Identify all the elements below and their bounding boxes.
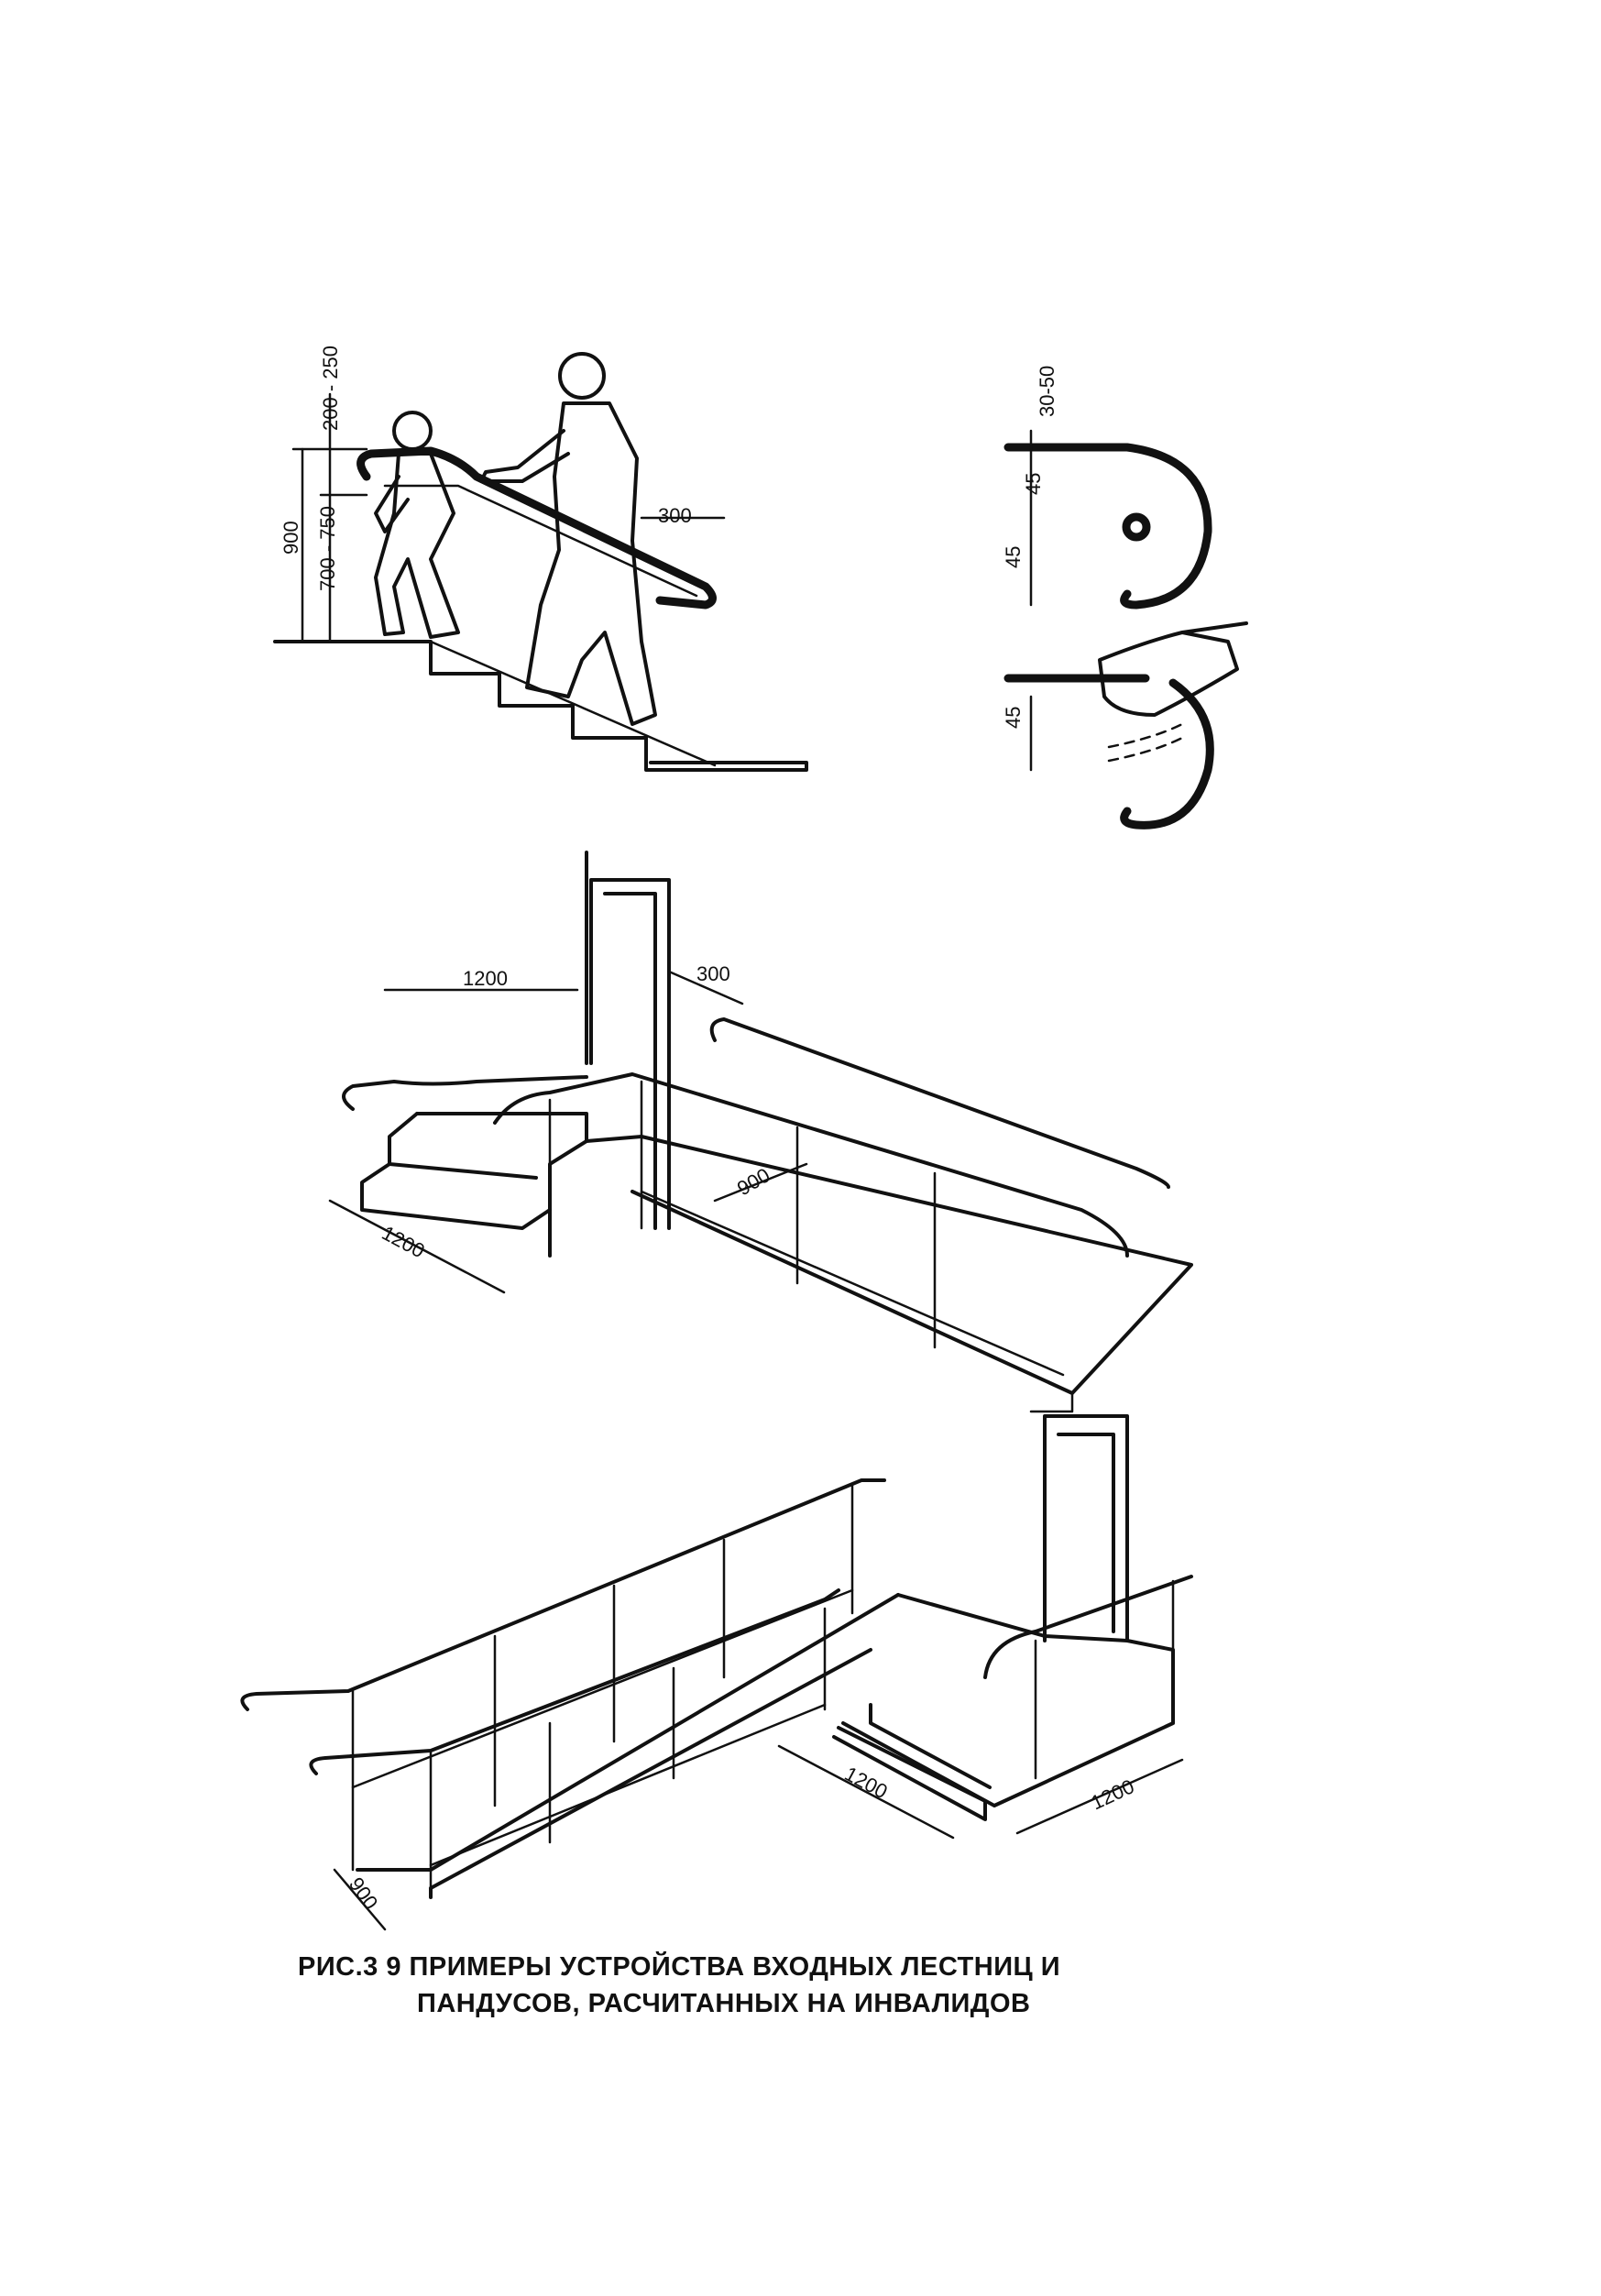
handrail-section-panel: 30-50 45 45 45 <box>1002 366 1248 829</box>
adult-figure <box>479 352 657 726</box>
caption-line-1: РИС.3 9 ПРИМЕРЫ УСТРОЙСТВА ВХОДНЫХ ЛЕСТН… <box>298 1950 1060 1982</box>
dim-total-height: 900 <box>280 521 302 555</box>
handrail-round-profile <box>1122 512 1151 542</box>
left-handrail <box>342 1075 588 1111</box>
dim-low-rail: 700 - 750 <box>316 506 339 591</box>
ramp2-dimensions: 900 1200 1200 <box>333 1744 1184 1931</box>
section-dimensions: 30-50 45 45 45 <box>1002 366 1058 772</box>
hand-grip <box>1098 621 1248 717</box>
stair-dimensions: 200 - 250 900 700 - 750 300 <box>280 346 726 643</box>
caption-line-2: ПАНДУСОВ, РАСЧИТАННЫХ НА ИНВАЛИДОВ <box>417 1989 1030 2018</box>
back-handrail <box>240 1478 886 1711</box>
handrail-section-upper <box>1003 443 1212 610</box>
ramp-panel-1: 1200 300 900 1200 <box>328 851 1193 1413</box>
wall-door <box>585 851 671 1230</box>
wall-handrail <box>709 1017 1170 1189</box>
handrail-lower <box>383 484 698 598</box>
front-handrail <box>309 1588 840 1775</box>
wall-door-2 <box>1043 1414 1129 1642</box>
ramp-surface <box>585 1135 1193 1395</box>
dim-wall-gap: 30-50 <box>1036 366 1058 417</box>
dim-landing-side: 1200 <box>463 967 508 990</box>
landing-2 <box>841 1593 1175 1807</box>
child-figure <box>374 411 460 639</box>
dim-extension: 300 <box>658 504 692 527</box>
dim-diameter-b: 45 <box>1002 546 1025 568</box>
dim-landing-side-2: 1200 <box>1088 1774 1138 1814</box>
stair-panel: 200 - 250 900 700 - 750 300 <box>273 346 808 772</box>
landing-handrail <box>983 1575 1193 1679</box>
ramp-panel-2: 900 1200 1200 <box>240 1414 1193 1931</box>
handrail <box>356 446 717 610</box>
dim-landing-depth: 1200 <box>378 1221 429 1262</box>
dim-top-gap: 200 - 250 <box>319 346 342 431</box>
dim-rail-extension: 300 <box>696 962 730 985</box>
figure-caption: РИС.3 9 ПРИМЕРЫ УСТРОЙСТВА ВХОДНЫХ ЛЕСТН… <box>298 1950 1060 2018</box>
dim-landing-front-2: 1200 <box>841 1762 892 1803</box>
handrail-section-lower <box>1003 674 1214 829</box>
dim-diameter-c: 45 <box>1002 707 1025 729</box>
stair-profile <box>273 640 808 772</box>
dim-ramp-width: 900 <box>733 1163 773 1200</box>
dim-ramp-width-2: 900 <box>345 1873 383 1914</box>
dim-diameter-a: 45 <box>1022 473 1045 495</box>
stair-underside <box>429 640 717 767</box>
steps-2 <box>832 1703 992 1821</box>
